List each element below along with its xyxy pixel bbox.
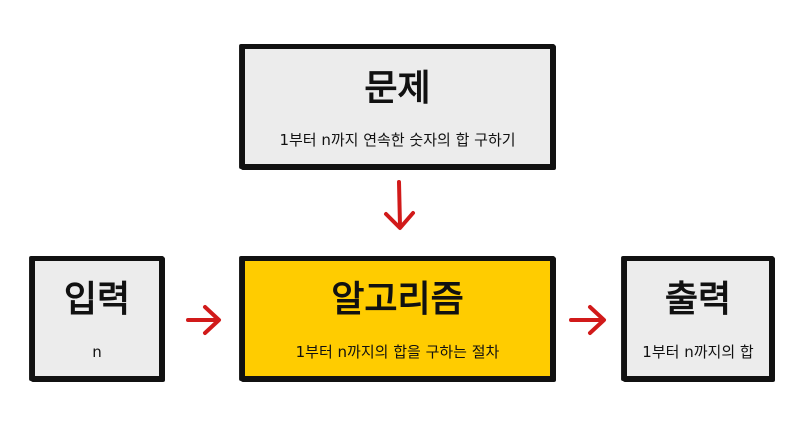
problem-title: 문제 — [364, 68, 431, 109]
output-title: 출력 — [664, 279, 732, 320]
arrow-problem-to-algorithm — [384, 180, 415, 230]
problem-box: 문제 1부터 n까지 연속한 숫자의 합 구하기 — [240, 44, 555, 169]
output-description: 1부터 n까지의 합 — [642, 343, 754, 361]
input-title: 입력 — [63, 279, 131, 320]
arrow-input-to-algorithm — [186, 305, 221, 335]
algorithm-title: 알고리즘 — [331, 279, 464, 320]
problem-description: 1부터 n까지 연속한 숫자의 합 구하기 — [279, 131, 516, 149]
input-description: n — [92, 343, 102, 361]
input-box: 입력 n — [30, 256, 164, 381]
algorithm-description: 1부터 n까지의 합을 구하는 절차 — [295, 343, 500, 361]
arrow-algorithm-to-output — [569, 305, 606, 335]
algorithm-box: 알고리즘 1부터 n까지의 합을 구하는 절차 — [240, 256, 555, 381]
output-box: 출력 1부터 n까지의 합 — [622, 256, 774, 381]
